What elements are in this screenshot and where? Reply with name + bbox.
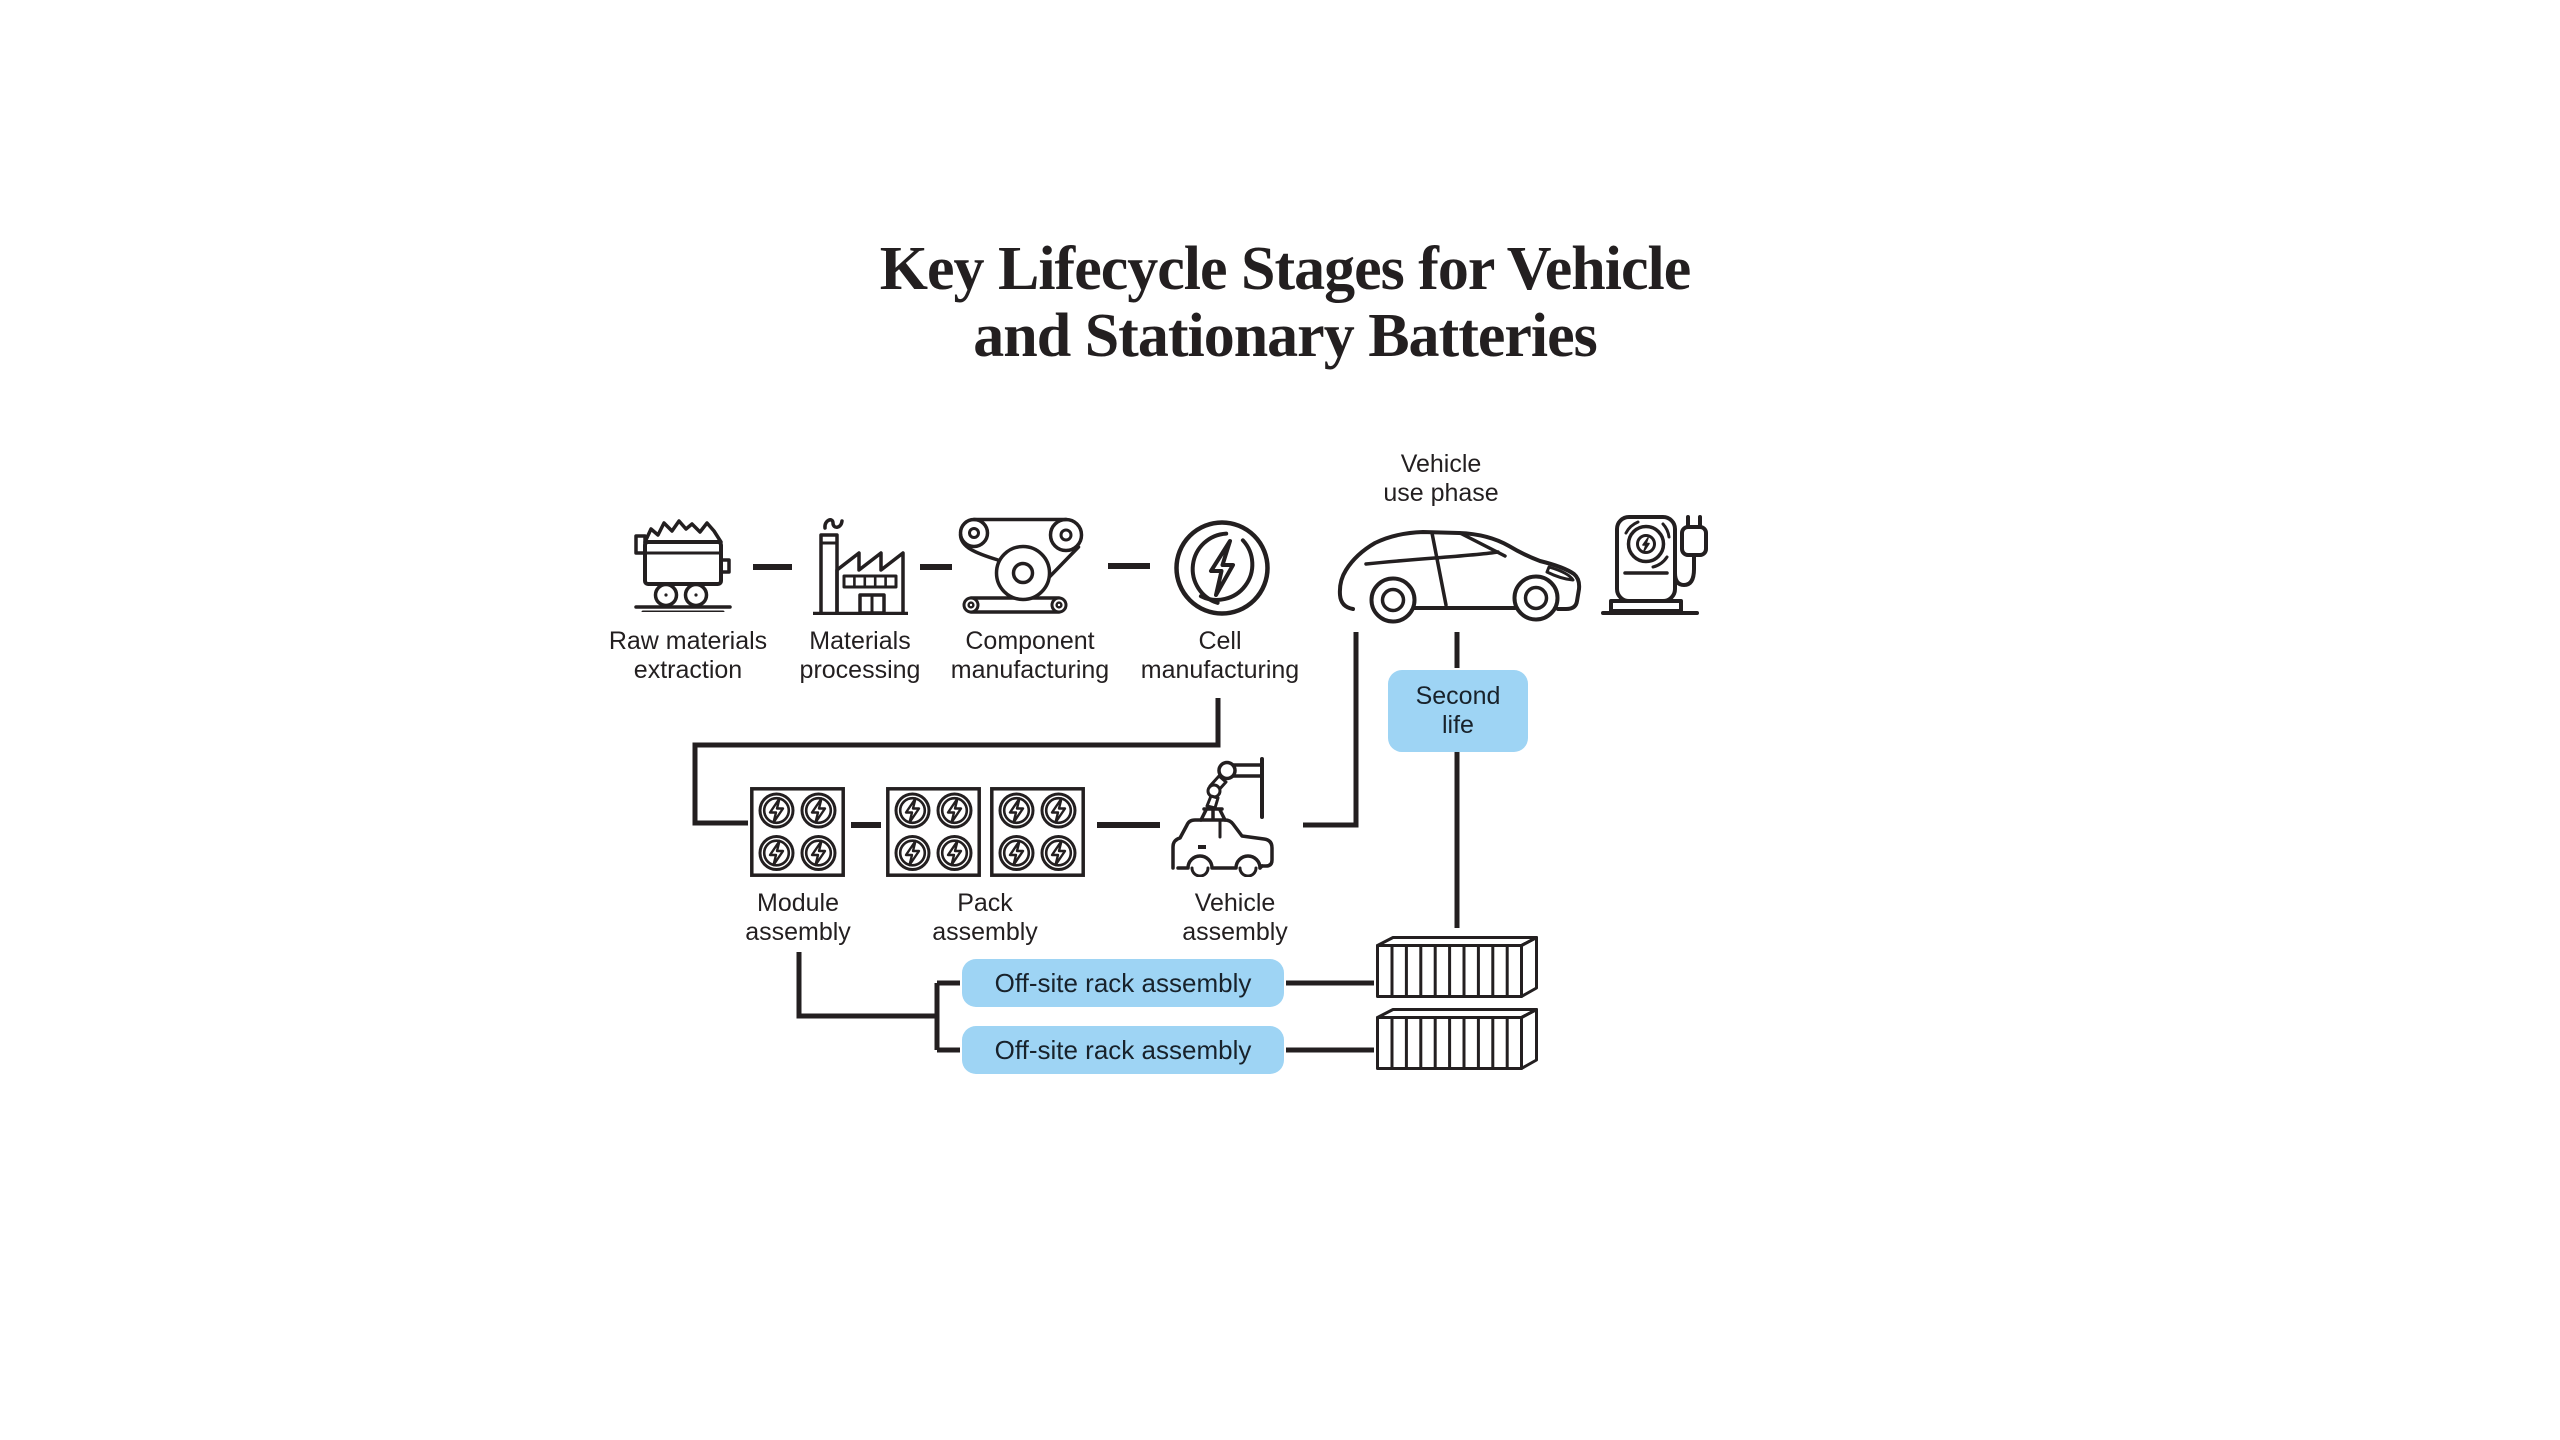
battery-cell-icon [1174,520,1270,616]
ev-charging-station-icon [1601,515,1708,615]
offsite-rack-assembly-box-bottom: Off-site rack assembly [962,1026,1284,1074]
label-pack-assembly: Pack assembly [932,889,1038,946]
battery-rack-container-bottom-icon [1376,1008,1538,1070]
battery-rack-container-top-icon [1376,936,1538,998]
mine-cart-icon [634,519,732,612]
page-title: Key Lifecycle Stages for Vehicle and Sta… [879,235,1692,370]
offsite-rack-assembly-box-top: Off-site rack assembly [962,959,1284,1007]
electric-car-icon [1337,530,1582,624]
battery-pack-left-icon [886,787,981,877]
second-life-box: Second life [1388,670,1528,752]
label-module-assembly: Module assembly [745,889,851,946]
factory-icon [813,518,908,615]
battery-pack-right-icon [990,787,1085,877]
label-vehicle-assembly: Vehicle assembly [1182,889,1288,946]
label-materials-processing: Materials processing [799,627,921,684]
roll-to-roll-machine-icon [958,517,1084,614]
assembly-robot-arm-icon [1171,757,1274,877]
label-vehicle-use-phase: Vehicle use phase [1383,450,1499,507]
label-component-manufacturing: Component manufacturing [950,627,1110,684]
label-raw-materials-extraction: Raw materials extraction [608,627,768,684]
label-cell-manufacturing: Cell manufacturing [1140,627,1300,684]
battery-module-icon [750,787,845,877]
